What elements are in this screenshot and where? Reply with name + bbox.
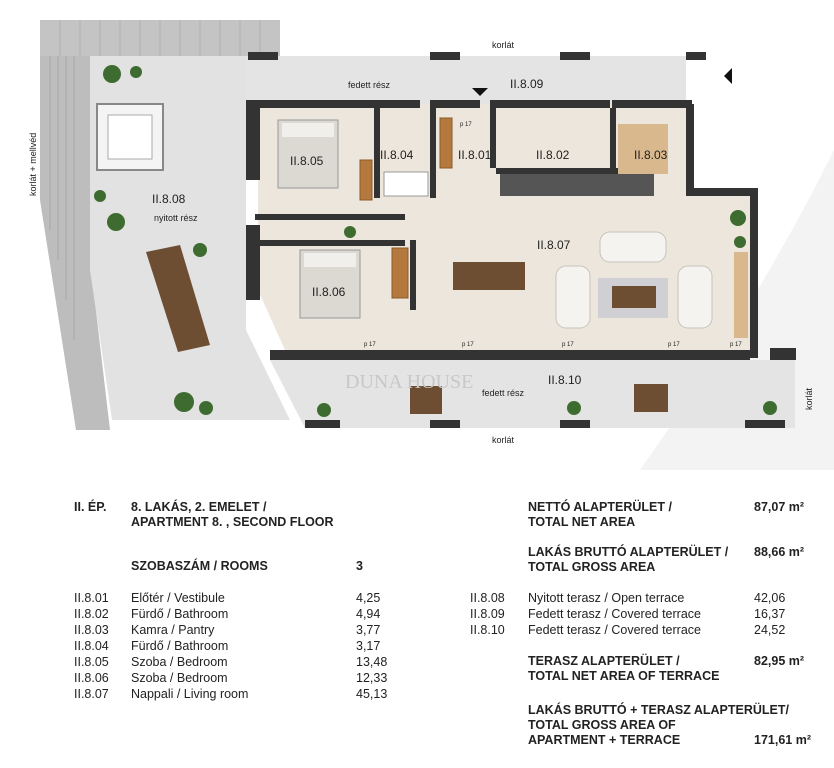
room-area: 13,48 [356, 655, 388, 669]
room-area: 3,17 [356, 639, 381, 653]
coffee-table [612, 286, 656, 308]
label-room-8-02: II.8.02 [536, 148, 570, 162]
bathtub-8-04 [383, 171, 429, 197]
label-korlat-bottom: korlát [492, 435, 515, 445]
label-room-8-09: II.8.09 [510, 77, 544, 91]
entrance-arrow [472, 88, 488, 96]
room-area: 12,33 [356, 671, 388, 685]
room-area: 4,25 [356, 591, 381, 605]
terrace-table [146, 245, 210, 352]
room-name: Fürdő / Bathroom [131, 639, 229, 653]
total-area-label-2: TOTAL GROSS AREA OF [528, 718, 676, 732]
room-code: II.8.01 [74, 591, 109, 605]
sofa-top [599, 231, 667, 263]
label-korlat-left: korlát + mellvéd [28, 133, 38, 196]
label-nyitott: nyitott rész [154, 213, 198, 223]
terrace-code: II.8.08 [470, 591, 505, 605]
label-p17: p 17 [462, 342, 474, 348]
dining-table [453, 262, 525, 290]
gross-area-label-2: TOTAL GROSS AREA [528, 560, 656, 574]
label-p17: p 17 [562, 342, 574, 348]
label-room-8-03: II.8.03 [634, 148, 668, 162]
label-p17: p 17 [364, 342, 376, 348]
apartment-line-1: 8. LAKÁS, 2. EMELET / [131, 500, 267, 514]
room-name: Nappali / Living room [131, 687, 249, 701]
room-code: II.8.06 [74, 671, 109, 685]
room-code: II.8.03 [74, 623, 109, 637]
room-area: 3,77 [356, 623, 381, 637]
terrace-area: 42,06 [754, 591, 786, 605]
label-room-8-10: II.8.10 [548, 373, 582, 387]
label-korlat-top: korlát [492, 40, 515, 50]
gross-area-value: 88,66 m² [754, 545, 805, 559]
room-code: II.8.02 [74, 607, 109, 621]
label-room-8-04: II.8.04 [380, 148, 414, 162]
total-area-label-1: LAKÁS BRUTTÓ + TERASZ ALAPTERÜLET/ [528, 703, 789, 717]
label-p17: p 17 [460, 122, 472, 128]
room-name: Szoba / Bedroom [131, 671, 228, 685]
label-fedett-bottom: fedett rész [482, 388, 525, 398]
terrace-area-label-1: TERASZ ALAPTERÜLET / [528, 654, 680, 668]
room-name: Előtér / Vestibule [131, 591, 225, 605]
room-code: II.8.05 [74, 655, 109, 669]
terrace-area: 16,37 [754, 607, 786, 621]
total-area-label-3: APARTMENT + TERRACE [528, 733, 681, 747]
sofa-left [555, 265, 591, 329]
label-room-8-06: II.8.06 [312, 285, 346, 299]
rooms-count: 3 [356, 559, 363, 573]
room-code: II.8.04 [74, 639, 109, 653]
room-area: 45,13 [356, 687, 388, 701]
terrace-code: II.8.09 [470, 607, 505, 621]
room-code: II.8.07 [74, 687, 109, 701]
kitchen-counter [500, 174, 654, 196]
terrace-name: Fedett terasz / Covered terrace [528, 607, 701, 621]
sofa-right [677, 265, 713, 329]
floor-plan: DUNA HOUSE II.8.09 II.8.05 II.8.04 II.8.… [28, 20, 834, 470]
total-area-value: 171,61 m² [754, 733, 811, 747]
net-area-label-1: NETTÓ ALAPTERÜLET / [528, 500, 672, 514]
room-name: Fürdő / Bathroom [131, 607, 229, 621]
label-fedett-top: fedett rész [348, 80, 391, 90]
net-area-value: 87,07 m² [754, 500, 805, 514]
terrace-area-value: 82,95 m² [754, 654, 805, 668]
net-area-label-2: TOTAL NET AREA [528, 515, 636, 529]
room-name: Szoba / Bedroom [131, 655, 228, 669]
room-area: 4,94 [356, 607, 381, 621]
terrace-area: 24,52 [754, 623, 786, 637]
rooms-label: SZOBASZÁM / ROOMS [131, 559, 268, 573]
label-p17: p 17 [730, 342, 742, 348]
watermark: DUNA HOUSE [345, 371, 473, 393]
room-name: Kamra / Pantry [131, 623, 215, 637]
label-room-8-07: II.8.07 [537, 238, 571, 252]
terrace-name: Nyitott terasz / Open terrace [528, 591, 685, 605]
terrace-area-label-2: TOTAL NET AREA OF TERRACE [528, 669, 720, 683]
apartment-line-2: APARTMENT 8. , SECOND FLOOR [131, 515, 334, 529]
building-code: II. ÉP. [74, 500, 107, 514]
label-room-8-01: II.8.01 [458, 148, 492, 162]
label-room-8-05: II.8.05 [290, 154, 324, 168]
terrace-code: II.8.10 [470, 623, 505, 637]
label-p17: p 17 [668, 342, 680, 348]
terrace-name: Fedett terasz / Covered terrace [528, 623, 701, 637]
north-marker [724, 68, 732, 84]
label-room-8-08: II.8.08 [152, 192, 186, 206]
label-korlat-right: korlát [804, 387, 814, 410]
covered-terrace-top [246, 56, 686, 104]
gross-area-label-1: LAKÁS BRUTTÓ ALAPTERÜLET / [528, 545, 729, 559]
